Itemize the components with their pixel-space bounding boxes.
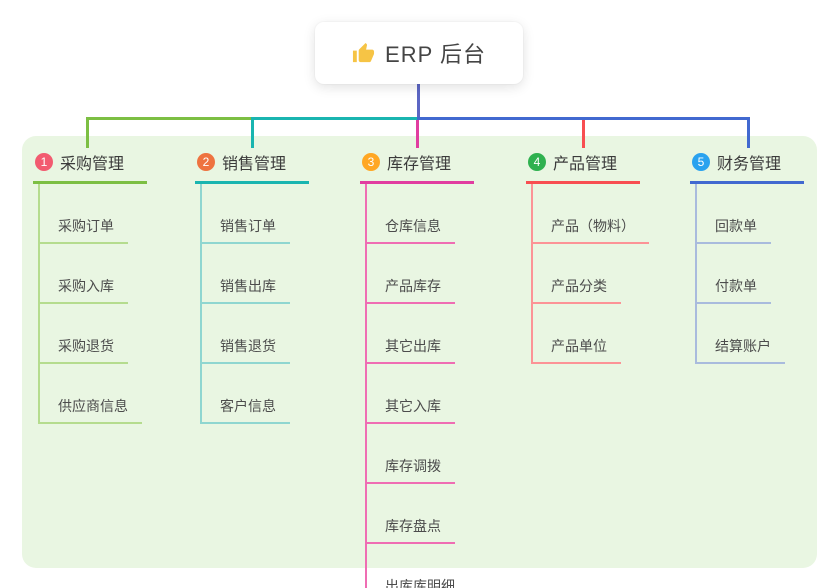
child-topic[interactable]: 采购退货 bbox=[40, 304, 128, 364]
branch-product: 4 产品管理 产品（物料） 产品分类产品单位 bbox=[526, 146, 649, 364]
child-topic-label: 采购订单 bbox=[58, 218, 114, 234]
branch-children: 仓库信息产品库存其它出库其它入库库存调拨库存盘点出库库明细 bbox=[365, 184, 469, 588]
badge-2: 2 bbox=[197, 153, 215, 171]
child-topic[interactable]: 其它入库 bbox=[367, 364, 455, 424]
drop-branch-2 bbox=[251, 117, 254, 148]
branch-title-label: 库存管理 bbox=[387, 156, 452, 173]
badge-1: 1 bbox=[35, 153, 53, 171]
root-trunk-line bbox=[417, 84, 420, 120]
branch-finance: 5 财务管理 回款单付款单结算账户 bbox=[690, 146, 804, 364]
child-topic-label: 其它入库 bbox=[385, 398, 441, 414]
child-topic[interactable]: 销售退货 bbox=[202, 304, 290, 364]
badge-3: 3 bbox=[362, 153, 380, 171]
child-topic[interactable]: 产品库存 bbox=[367, 244, 455, 304]
child-topic-label: 销售订单 bbox=[220, 218, 276, 234]
connector-branch-2 bbox=[251, 117, 420, 120]
branch-title-label: 产品管理 bbox=[553, 156, 618, 173]
branch-inventory: 3 库存管理 仓库信息产品库存其它出库其它入库库存调拨库存盘点出库库明细 bbox=[360, 146, 474, 588]
child-topic-label: 供应商信息 bbox=[58, 398, 128, 414]
branch-title-purchase[interactable]: 1 采购管理 bbox=[33, 146, 147, 184]
branch-title-label: 销售管理 bbox=[222, 156, 287, 173]
drop-branch-1 bbox=[86, 117, 89, 148]
child-topic[interactable]: 结算账户 bbox=[697, 304, 785, 364]
child-topic-label: 结算账户 bbox=[715, 338, 771, 354]
branch-title-inventory[interactable]: 3 库存管理 bbox=[360, 146, 474, 184]
child-topic-label: 产品单位 bbox=[551, 338, 607, 354]
connector-branch-1 bbox=[86, 117, 254, 120]
branch-title-finance[interactable]: 5 财务管理 bbox=[690, 146, 804, 184]
child-topic[interactable]: 回款单 bbox=[697, 184, 771, 244]
child-topic-label: 产品库存 bbox=[385, 278, 441, 294]
branch-children: 产品（物料） 产品分类产品单位 bbox=[531, 184, 649, 364]
child-topic-label: 出库库明细 bbox=[385, 578, 455, 588]
child-topic-label: 产品（物料） bbox=[551, 218, 635, 234]
child-topic-label: 销售出库 bbox=[220, 278, 276, 294]
child-topic[interactable]: 销售订单 bbox=[202, 184, 290, 244]
child-topic[interactable]: 付款单 bbox=[697, 244, 771, 304]
drop-branch-5 bbox=[747, 117, 750, 148]
child-topic[interactable]: 出库库明细 bbox=[367, 544, 469, 588]
child-topic-label: 采购退货 bbox=[58, 338, 114, 354]
connector-branch-5 bbox=[417, 117, 750, 120]
child-topic[interactable]: 供应商信息 bbox=[40, 364, 142, 424]
badge-4: 4 bbox=[528, 153, 546, 171]
badge-5: 5 bbox=[692, 153, 710, 171]
child-topic[interactable]: 采购入库 bbox=[40, 244, 128, 304]
child-topic[interactable]: 销售出库 bbox=[202, 244, 290, 304]
child-topic[interactable]: 库存调拨 bbox=[367, 424, 455, 484]
child-topic-label: 库存调拨 bbox=[385, 458, 441, 474]
child-topic-label: 仓库信息 bbox=[385, 218, 441, 234]
branch-title-sales[interactable]: 2 销售管理 bbox=[195, 146, 309, 184]
branch-title-label: 财务管理 bbox=[717, 156, 782, 173]
child-topic-label: 库存盘点 bbox=[385, 518, 441, 534]
branch-sales: 2 销售管理 销售订单销售出库销售退货客户信息 bbox=[195, 146, 309, 424]
branch-children: 采购订单采购入库采购退货供应商信息 bbox=[38, 184, 142, 424]
child-topic-label: 客户信息 bbox=[220, 398, 276, 414]
child-topic-label: 回款单 bbox=[715, 218, 757, 234]
child-topic[interactable]: 库存盘点 bbox=[367, 484, 455, 544]
drop-branch-3 bbox=[416, 120, 419, 148]
branch-purchase: 1 采购管理 采购订单采购入库采购退货供应商信息 bbox=[33, 146, 147, 424]
branch-children: 回款单付款单结算账户 bbox=[695, 184, 785, 364]
branch-title-label: 采购管理 bbox=[60, 156, 125, 173]
child-topic-label: 付款单 bbox=[715, 278, 757, 294]
branches-background-panel bbox=[22, 136, 817, 568]
child-topic-label: 产品分类 bbox=[551, 278, 607, 294]
root-node-label: ERP 后台 bbox=[385, 42, 486, 67]
child-topic[interactable]: 产品（物料） bbox=[533, 184, 649, 244]
child-topic[interactable]: 客户信息 bbox=[202, 364, 290, 424]
child-topic-label: 采购入库 bbox=[58, 278, 114, 294]
root-node[interactable]: ERP 后台 bbox=[315, 22, 523, 84]
branch-children: 销售订单销售出库销售退货客户信息 bbox=[200, 184, 290, 424]
child-topic[interactable]: 仓库信息 bbox=[367, 184, 455, 244]
branch-title-product[interactable]: 4 产品管理 bbox=[526, 146, 640, 184]
child-topic-label: 其它出库 bbox=[385, 338, 441, 354]
child-topic[interactable]: 其它出库 bbox=[367, 304, 455, 364]
child-topic[interactable]: 产品单位 bbox=[533, 304, 621, 364]
child-topic[interactable]: 产品分类 bbox=[533, 244, 621, 304]
child-topic-label: 销售退货 bbox=[220, 338, 276, 354]
thumbs-up-icon bbox=[352, 42, 375, 65]
child-topic[interactable]: 采购订单 bbox=[40, 184, 128, 244]
drop-branch-4 bbox=[582, 120, 585, 148]
